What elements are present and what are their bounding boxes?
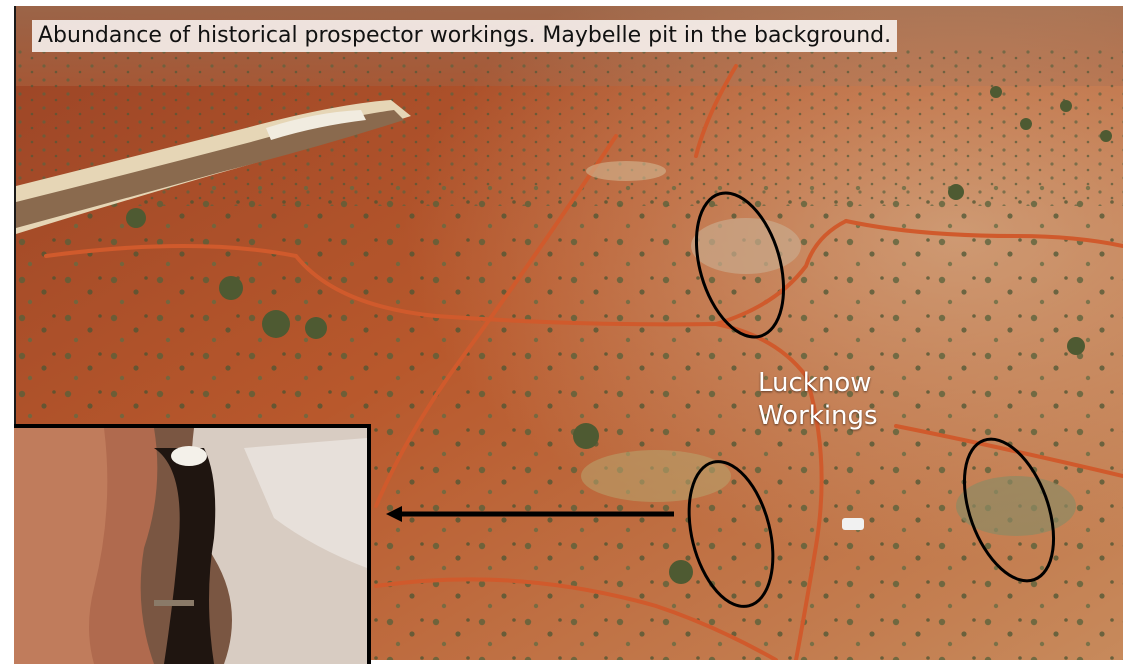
inset-shaft-photo (14, 424, 371, 664)
label-line-2: Workings (758, 401, 878, 431)
maybelle-pit (16, 100, 411, 234)
lucknow-workings-label: Lucknow Workings (758, 367, 878, 433)
label-line-1: Lucknow (758, 368, 872, 398)
aerial-photo (14, 6, 1123, 660)
figure-caption: Abundance of historical prospector worki… (32, 20, 898, 52)
